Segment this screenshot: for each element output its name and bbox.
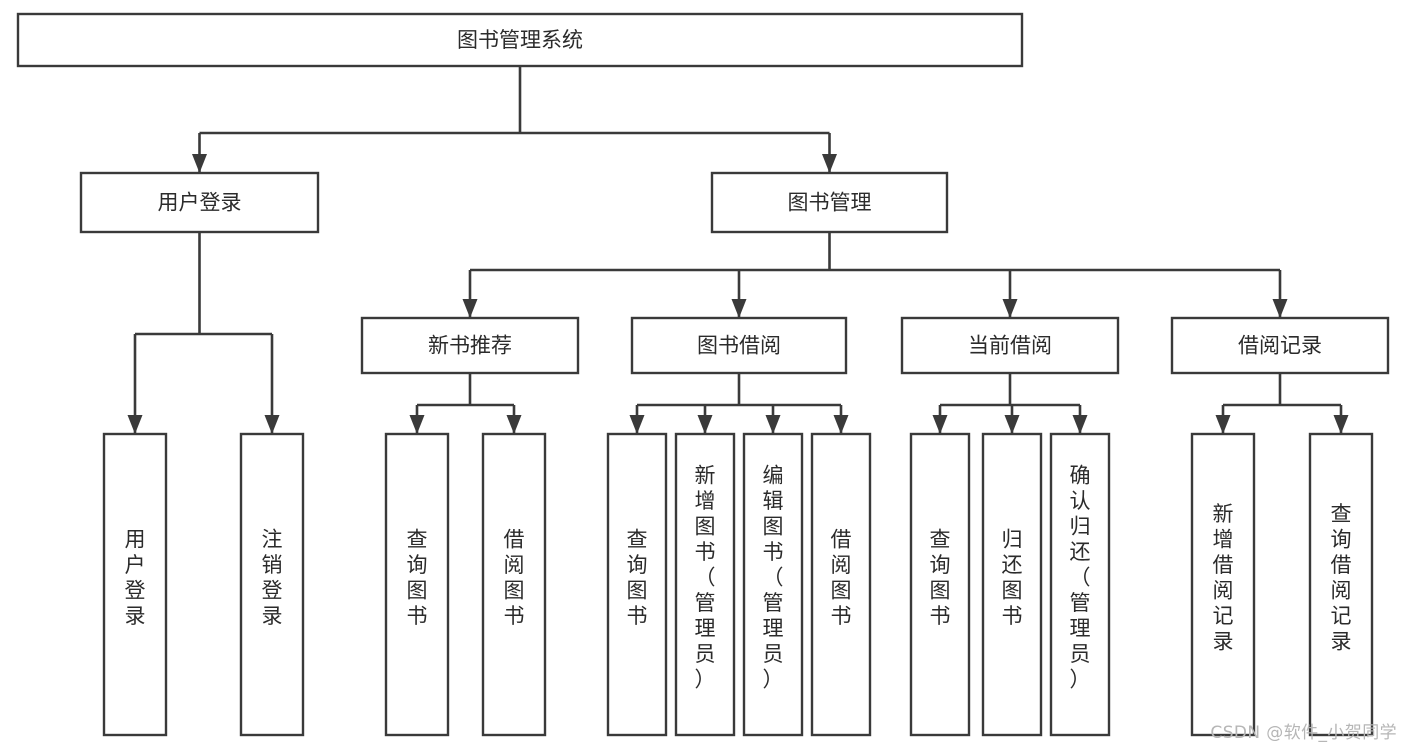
node-leaf-12[interactable]: 查询借阅记录 xyxy=(1308,432,1374,737)
arrow-head xyxy=(697,415,713,434)
node-rect xyxy=(239,432,305,737)
node-level2-1[interactable]: 图书借阅 xyxy=(630,316,848,375)
node-rect xyxy=(1170,316,1390,375)
node-level1-0[interactable]: 用户登录 xyxy=(79,171,320,234)
node-rect xyxy=(674,432,736,737)
node-label: 用户登录 xyxy=(125,527,146,628)
node-leaf-3[interactable]: 借阅图书 xyxy=(481,432,547,737)
node-label: 图书管理系统 xyxy=(457,28,583,52)
node-rect xyxy=(710,171,949,234)
arrow-head xyxy=(1004,415,1020,434)
node-rect xyxy=(102,432,168,737)
arrow-head xyxy=(629,415,645,434)
arrow-head xyxy=(264,415,280,434)
arrow-head xyxy=(1072,415,1088,434)
node-label: 用户登录 xyxy=(158,191,242,215)
csdn-watermark: CSDN @软件_小贺同学 xyxy=(1210,723,1397,743)
node-label: 新增借阅记录 xyxy=(1213,502,1234,654)
node-leaf-11[interactable]: 新增借阅记录 xyxy=(1190,432,1256,737)
node-rect xyxy=(481,432,547,737)
node-leaf-9[interactable]: 归还图书 xyxy=(981,432,1043,737)
node-leaf-4[interactable]: 查询图书 xyxy=(606,432,668,737)
arrow-head xyxy=(731,299,747,318)
node-label: 注销登录 xyxy=(262,527,283,628)
arrow-head xyxy=(822,154,837,173)
node-leaf-1[interactable]: 注销登录 xyxy=(239,432,305,737)
node-leaf-2[interactable]: 查询图书 xyxy=(384,432,450,737)
node-rect xyxy=(16,12,1024,68)
node-boxes: 图书管理系统用户登录图书管理新书推荐图书借阅当前借阅借阅记录用户登录注销登录查询… xyxy=(16,12,1390,737)
node-leaf-5[interactable]: 新增图书（管理员） xyxy=(674,432,736,737)
arrow-head xyxy=(127,415,143,434)
arrow-head xyxy=(192,154,207,173)
node-leaf-0[interactable]: 用户登录 xyxy=(102,432,168,737)
node-rect xyxy=(810,432,872,737)
arrow-head xyxy=(765,415,781,434)
arrow-head xyxy=(833,415,849,434)
node-level2-3[interactable]: 借阅记录 xyxy=(1170,316,1390,375)
node-label: 确认归还（管理员） xyxy=(1070,464,1091,692)
node-rect xyxy=(630,316,848,375)
node-rect xyxy=(360,316,580,375)
node-rect xyxy=(1190,432,1256,737)
node-label: 当前借阅 xyxy=(968,334,1052,358)
node-label: 图书借阅 xyxy=(697,334,781,358)
node-leaf-8[interactable]: 查询图书 xyxy=(909,432,971,737)
node-level1-1[interactable]: 图书管理 xyxy=(710,171,949,234)
node-leaf-10[interactable]: 确认归还（管理员） xyxy=(1049,432,1111,737)
node-rect xyxy=(742,432,804,737)
node-leaf-6[interactable]: 编辑图书（管理员） xyxy=(742,432,804,737)
node-label: 借阅图书 xyxy=(504,527,525,628)
arrow-head xyxy=(932,415,948,434)
arrow-head xyxy=(1333,415,1349,434)
node-level2-2[interactable]: 当前借阅 xyxy=(900,316,1120,375)
arrow-head xyxy=(1002,299,1018,318)
node-rect xyxy=(981,432,1043,737)
arrow-head xyxy=(409,415,425,434)
node-label: 查询借阅记录 xyxy=(1331,502,1352,654)
node-label: 新增图书（管理员） xyxy=(695,464,716,692)
node-rect xyxy=(909,432,971,737)
node-rect xyxy=(1049,432,1111,737)
node-label: 图书管理 xyxy=(788,191,872,215)
node-label: 查询图书 xyxy=(407,527,428,628)
node-label: 编辑图书（管理员） xyxy=(763,464,784,692)
node-rect xyxy=(900,316,1120,375)
arrow-head xyxy=(1215,415,1231,434)
connector-lines xyxy=(127,66,1349,434)
node-rect xyxy=(606,432,668,737)
arrow-head xyxy=(1272,299,1288,318)
node-label: 借阅图书 xyxy=(831,527,852,628)
node-rect xyxy=(1308,432,1374,737)
node-root-0[interactable]: 图书管理系统 xyxy=(16,12,1024,68)
arrow-head xyxy=(462,299,478,318)
node-label: 查询图书 xyxy=(627,527,648,628)
node-leaf-7[interactable]: 借阅图书 xyxy=(810,432,872,737)
node-label: 新书推荐 xyxy=(428,334,512,358)
node-rect xyxy=(79,171,320,234)
node-level2-0[interactable]: 新书推荐 xyxy=(360,316,580,375)
arrow-head xyxy=(506,415,522,434)
node-label: 查询图书 xyxy=(930,527,951,628)
node-label: 归还图书 xyxy=(1002,527,1023,628)
node-rect xyxy=(384,432,450,737)
node-label: 借阅记录 xyxy=(1238,334,1322,358)
